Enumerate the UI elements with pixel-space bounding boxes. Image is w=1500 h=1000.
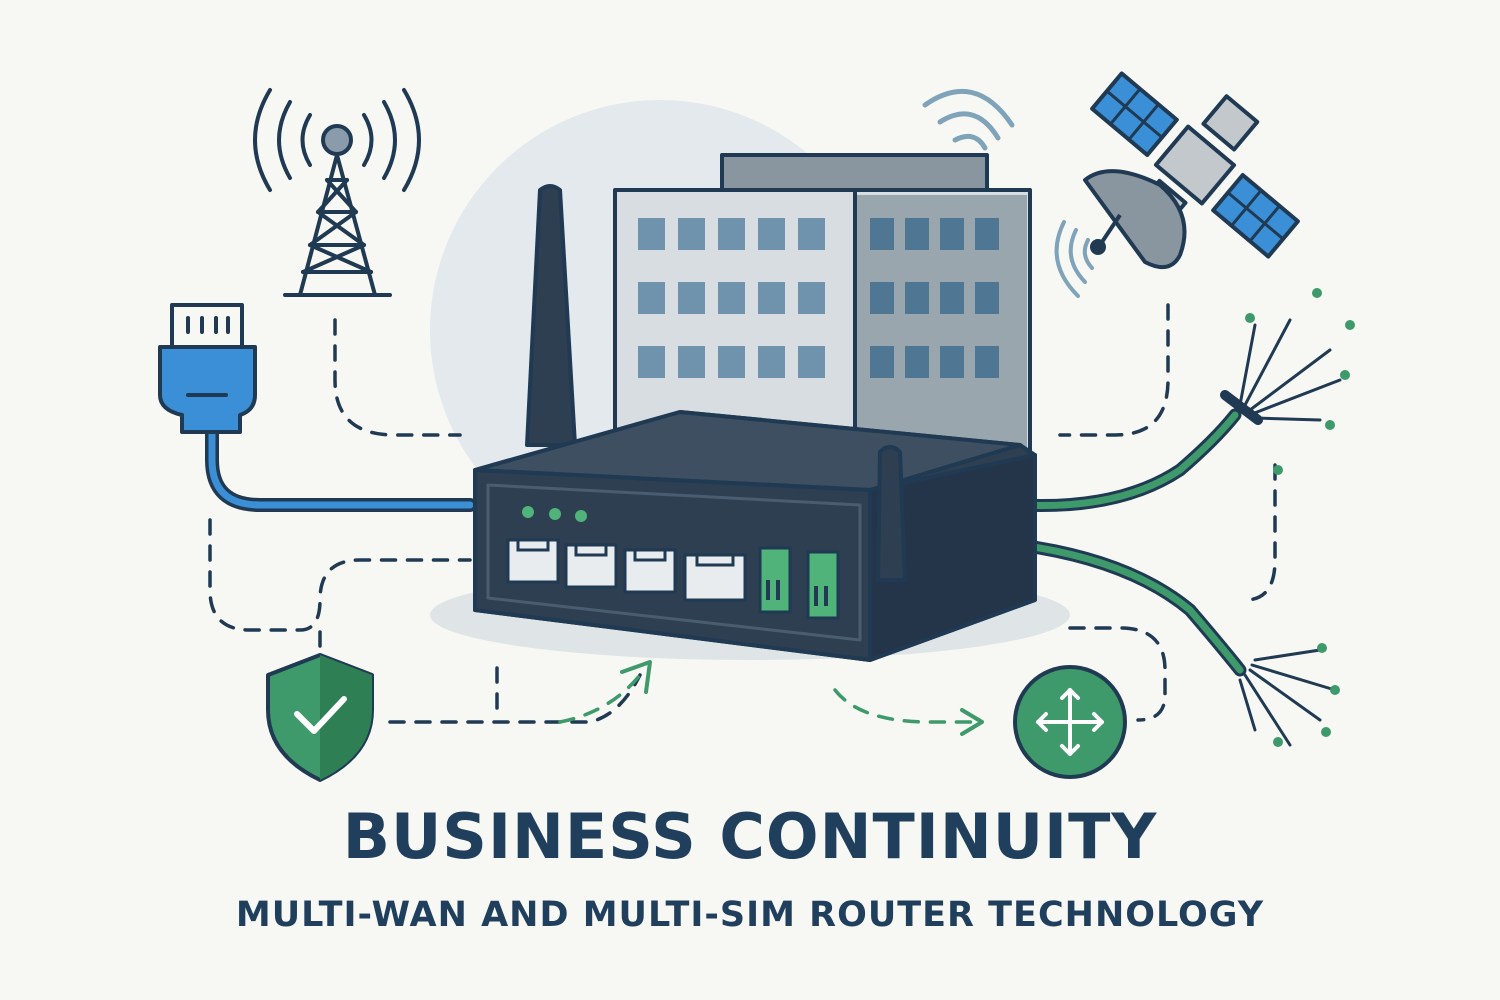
cell-tower-icon xyxy=(253,88,421,297)
page-subtitle: MULTI-WAN AND MULTI-SIM ROUTER TECHNOLOG… xyxy=(235,895,1265,935)
sim-card-icon xyxy=(758,546,840,620)
connection-lines xyxy=(208,303,1277,724)
wifi-signal-icon xyxy=(922,88,1015,151)
satellite-signal-waves xyxy=(1054,220,1094,298)
router-antenna-right xyxy=(876,445,907,582)
fiber-optic-cable-icon xyxy=(1013,288,1355,747)
satellite-icon xyxy=(1083,71,1300,270)
router-status-leds xyxy=(522,506,587,522)
page-title: BUSINESS CONTINUITY xyxy=(342,800,1158,873)
network-router-icon xyxy=(1013,665,1127,779)
usb-cable-icon xyxy=(158,303,477,512)
arrow-head-icon xyxy=(620,660,652,694)
router-antenna-left xyxy=(525,184,577,447)
ethernet-port-icon xyxy=(506,538,747,602)
office-building-icon xyxy=(613,153,1032,462)
arrow-head-icon xyxy=(960,708,984,736)
shield-check-icon xyxy=(266,653,374,782)
